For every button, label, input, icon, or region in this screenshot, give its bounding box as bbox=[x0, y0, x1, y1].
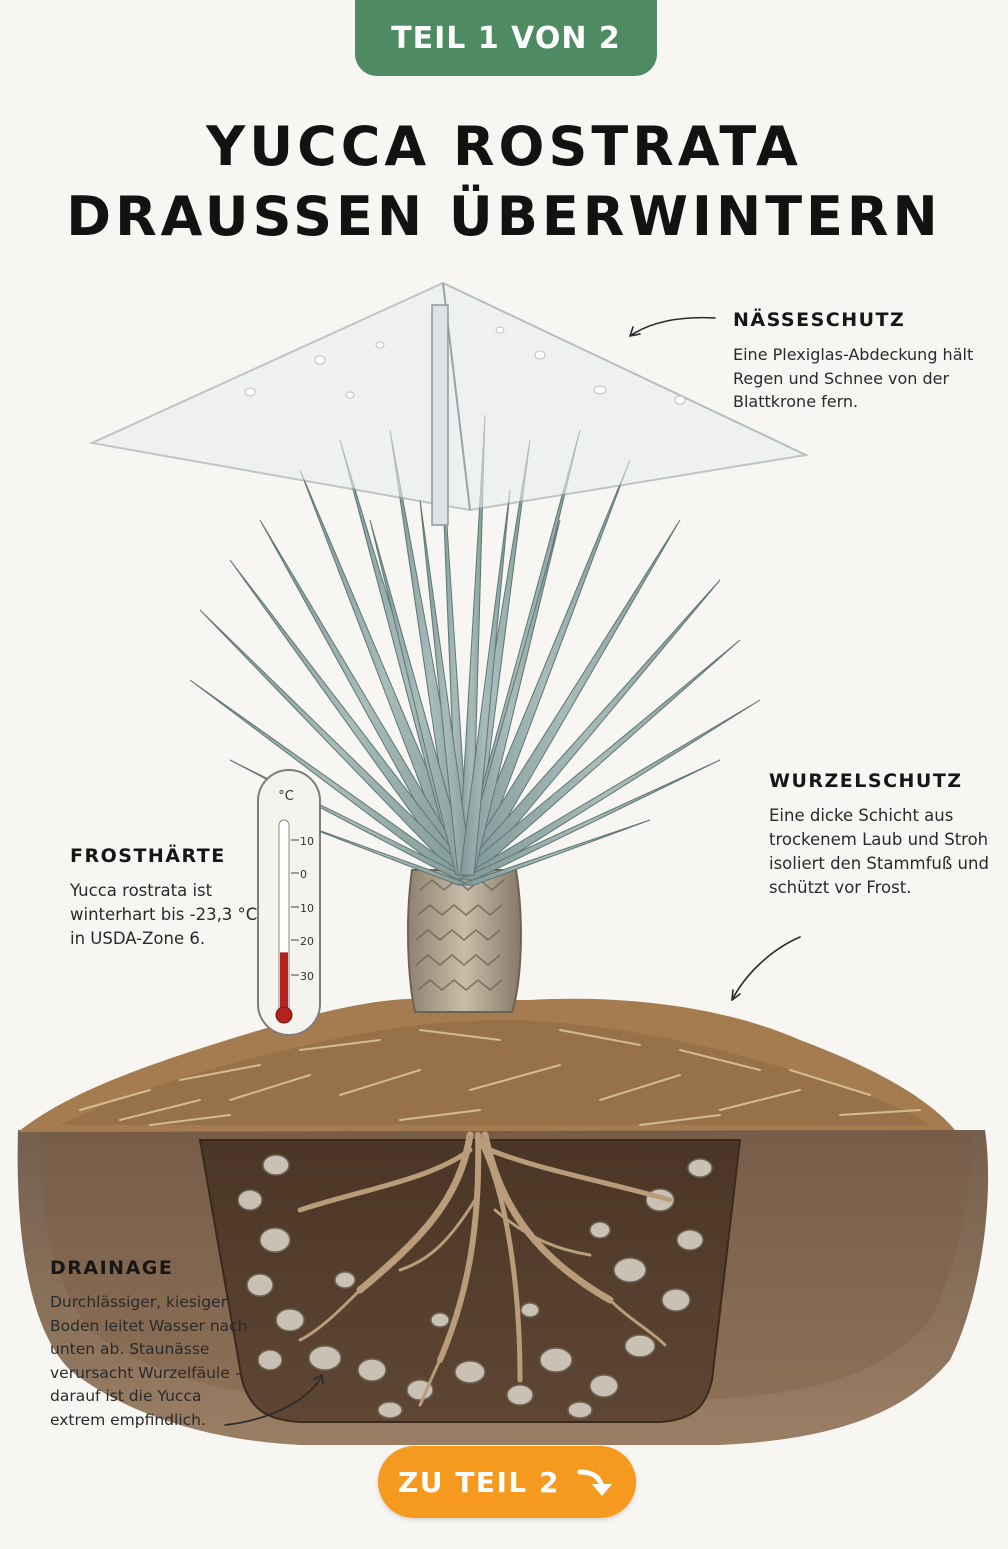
roots bbox=[297, 1131, 673, 1407]
note-drainage: DRAINAGE Durchlässiger, kiesiger Boden l… bbox=[50, 1257, 260, 1432]
next-part-button[interactable]: ZU TEIL 2 bbox=[378, 1446, 636, 1518]
roots-arrow bbox=[731, 936, 801, 1001]
plexiglas-cover bbox=[88, 281, 810, 526]
drainage-arrow bbox=[224, 1374, 323, 1426]
note-frost-text: Yucca rostrata ist winterhart bis -23,3 … bbox=[70, 881, 258, 948]
note-frost-hardiness: FROSTHÄRTE Yucca rostrata ist winterhart… bbox=[70, 845, 260, 951]
arrow-down-right-icon bbox=[576, 1462, 616, 1502]
next-part-label: ZU TEIL 2 bbox=[397, 1465, 560, 1499]
note-root-protection: WURZELSCHUTZ Eine dicke Schicht aus troc… bbox=[769, 770, 999, 900]
thermometer-unit: °C bbox=[278, 789, 294, 804]
drainage-pit bbox=[198, 1139, 742, 1423]
note-drainage-text: Durchlässiger, kiesiger Boden leitet Was… bbox=[50, 1293, 248, 1429]
note-roots-text: Eine dicke Schicht aus trockenem Laub un… bbox=[769, 806, 989, 897]
note-frost-heading: FROSTHÄRTE bbox=[70, 845, 226, 867]
note-drainage-heading: DRAINAGE bbox=[50, 1257, 174, 1279]
yucca-leaves bbox=[189, 414, 761, 886]
thermometer: °C 10 0 10 20 30 bbox=[257, 769, 321, 1036]
part-badge: TEIL 1 VON 2 bbox=[355, 0, 657, 76]
thermometer-tick-minus-30: 30 bbox=[300, 970, 314, 983]
thermometer-tick-0: 0 bbox=[300, 868, 307, 881]
note-wet-heading: NÄSSESCHUTZ bbox=[733, 309, 906, 331]
note-roots-heading: WURZELSCHUTZ bbox=[769, 770, 963, 792]
gravel-stones bbox=[237, 1154, 713, 1419]
thermometer-tick-minus-10: 10 bbox=[300, 902, 314, 915]
page-title: YUCCA ROSTRATA DRAUSSEN ÜBERWINTERN bbox=[0, 112, 1008, 252]
thermometer-tick-minus-20: 20 bbox=[300, 935, 314, 948]
title-line-2: DRAUSSEN ÜBERWINTERN bbox=[66, 185, 942, 248]
annotation-arrows bbox=[224, 316, 801, 1426]
mulch-layer bbox=[18, 998, 955, 1132]
note-wet-text: Eine Plexiglas-Abdeckung hält Regen und … bbox=[733, 345, 974, 411]
thermometer-tick-10: 10 bbox=[300, 835, 314, 848]
wet-arrow bbox=[629, 316, 716, 337]
yucca-trunk bbox=[407, 869, 522, 1013]
note-wet-protection: NÄSSESCHUTZ Eine Plexiglas-Abdeckung häl… bbox=[733, 309, 993, 414]
title-line-1: YUCCA ROSTRATA bbox=[206, 115, 802, 178]
